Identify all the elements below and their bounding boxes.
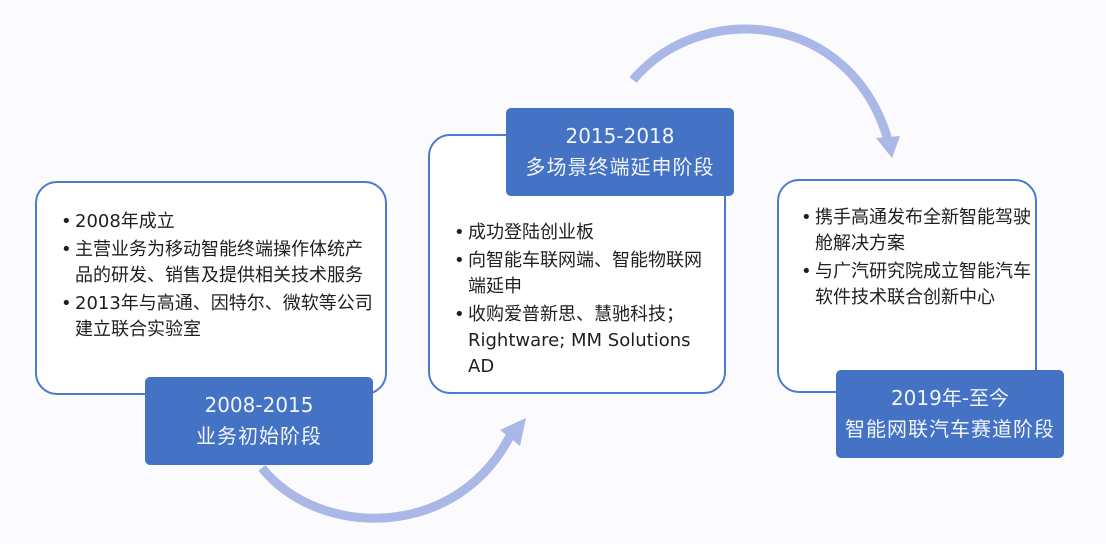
stage-2-label: 2015-2018 多场景终端延申阶段 bbox=[506, 108, 734, 196]
stage-2-items: 成功登陆创业板 向智能车联网端、智能物联网端延申 收购爱普新思、慧驰科技；Rig… bbox=[454, 220, 716, 382]
stage-2-period: 2015-2018 bbox=[565, 124, 675, 148]
stage-1-item: 2008年成立 bbox=[61, 209, 377, 235]
stage-3-item: 与广汽研究院成立智能汽车软件技术联合创新中心 bbox=[801, 259, 1031, 311]
arrow-stage2-to-stage3 bbox=[629, 24, 893, 142]
stage-1-label: 2008-2015 业务初始阶段 bbox=[145, 377, 373, 465]
stage-1-card: 2008年成立 主营业务为移动智能终端操作体统产品的研发、销售及提供相关技术服务… bbox=[35, 181, 387, 395]
stage-2-name: 多场景终端延申阶段 bbox=[525, 155, 715, 179]
stage-1-name: 业务初始阶段 bbox=[196, 424, 322, 448]
stage-1-item: 2013年与高通、因特尔、微软等公司建立联合实验室 bbox=[61, 291, 377, 343]
stage-2-item: 向智能车联网端、智能物联网端延申 bbox=[454, 248, 716, 300]
stage-3-label: 2019年-至今 智能网联汽车赛道阶段 bbox=[836, 370, 1064, 458]
stage-2-item: 收购爱普新思、慧驰科技；Rightware; MM Solutions AD bbox=[454, 302, 716, 380]
stage-3-card: 携手高通发布全新智能驾驶舱解决方案 与广汽研究院成立智能汽车软件技术联合创新中心 bbox=[777, 179, 1037, 393]
stage-3-name: 智能网联汽车赛道阶段 bbox=[845, 417, 1055, 441]
stage-3-item: 携手高通发布全新智能驾驶舱解决方案 bbox=[801, 205, 1031, 257]
stage-3-period: 2019年-至今 bbox=[890, 386, 1010, 410]
arrow-head-icon bbox=[876, 136, 900, 158]
stage-1-period: 2008-2015 bbox=[204, 393, 314, 417]
stage-1-items: 2008年成立 主营业务为移动智能终端操作体统产品的研发、销售及提供相关技术服务… bbox=[61, 209, 377, 345]
arrow-head-icon bbox=[500, 418, 526, 446]
stage-3-items: 携手高通发布全新智能驾驶舱解决方案 与广汽研究院成立智能汽车软件技术联合创新中心 bbox=[801, 205, 1031, 313]
stage-2-item: 成功登陆创业板 bbox=[454, 220, 716, 246]
stage-1-item: 主营业务为移动智能终端操作体统产品的研发、销售及提供相关技术服务 bbox=[61, 237, 377, 289]
arrow-stage1-to-stage2 bbox=[258, 430, 517, 523]
